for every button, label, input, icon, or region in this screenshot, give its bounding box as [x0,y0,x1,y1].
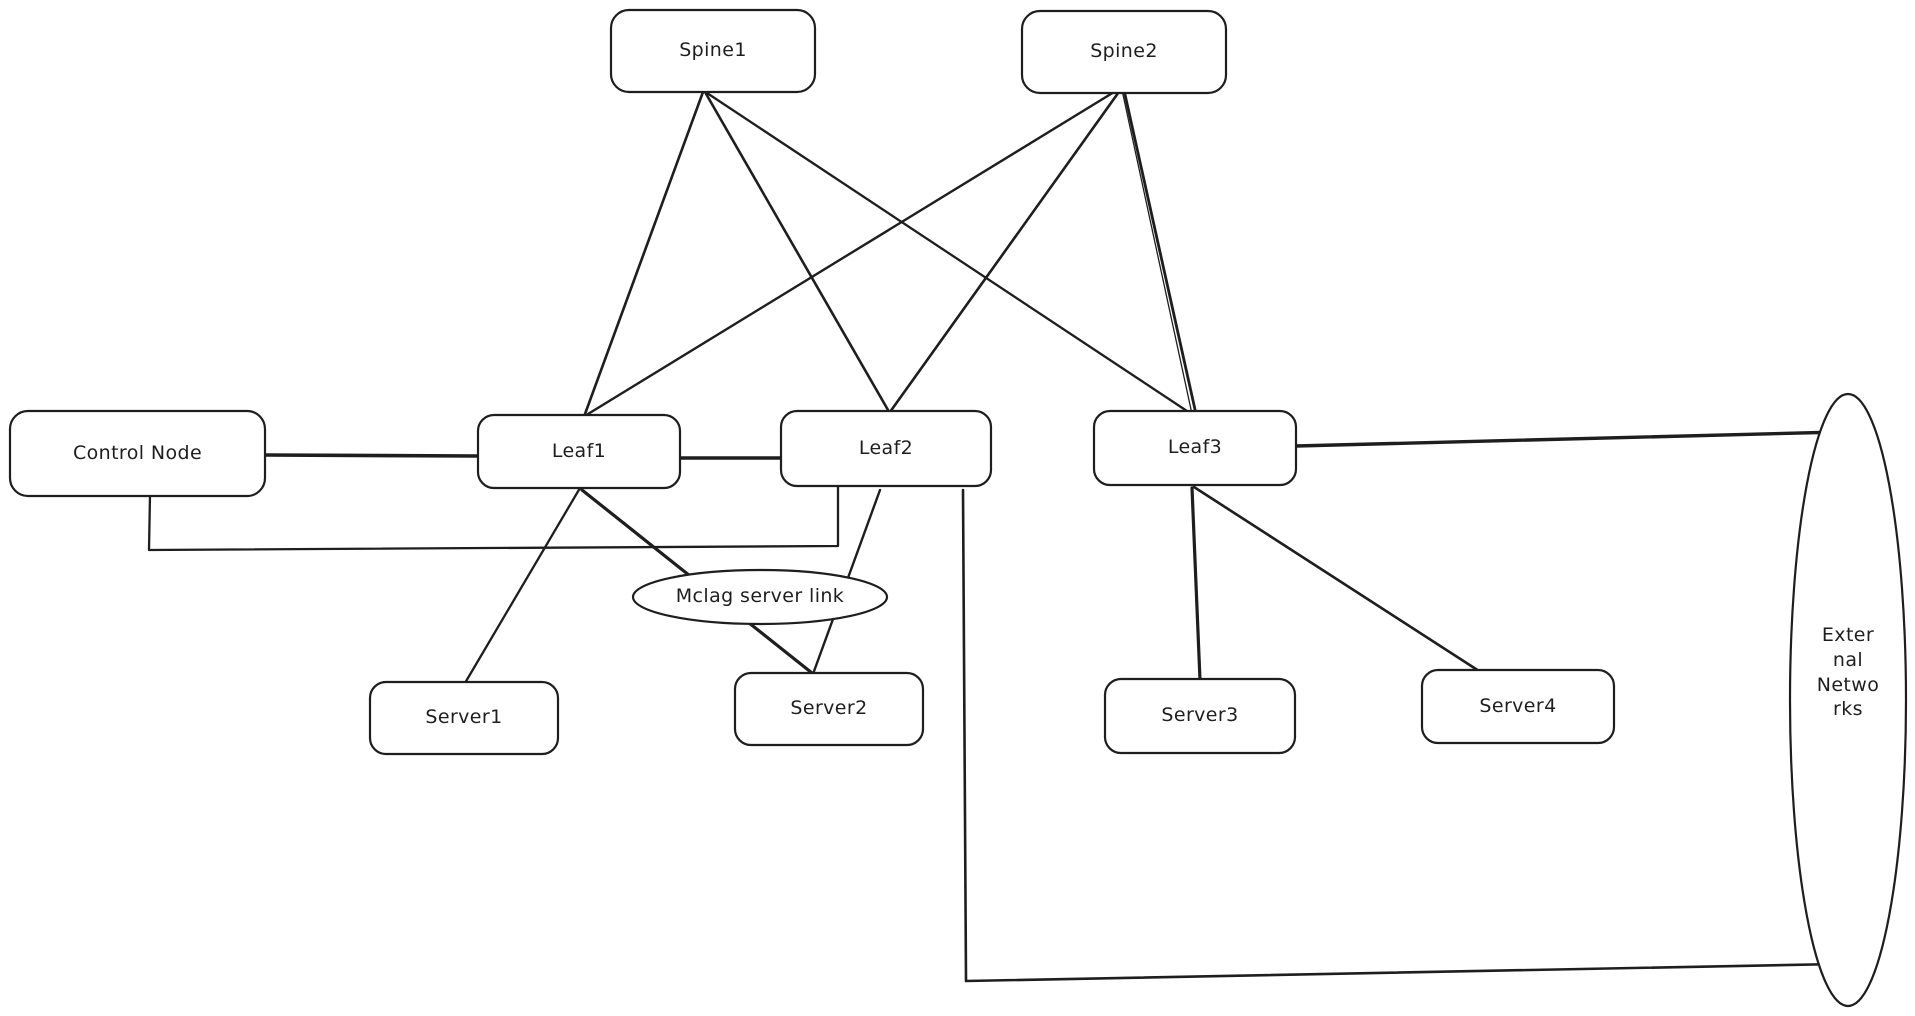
node-control-node[interactable] [8,409,267,498]
edge-leaf3-external [1294,430,1842,448]
node-mclag-server-link[interactable] [631,568,889,626]
edge-spine1-leaf3 [705,91,1195,417]
node-server2[interactable] [733,671,925,747]
node-spine1[interactable] [609,8,817,94]
edge-leaf2-external [961,488,1840,983]
edge-leaf1-server1 [463,486,582,685]
node-server4[interactable] [1420,668,1616,745]
node-server3[interactable] [1103,677,1297,755]
edge-spine2-leaf3 [1122,88,1198,416]
edge-spine1-leaf2 [703,90,890,412]
edge-spine2-leaf2 [888,87,1123,414]
node-leaf1[interactable] [476,413,682,490]
edge-spine2-leaf1 [586,87,1121,416]
edge-leaf3-server4 [1192,485,1481,673]
edge-leaf3-server3 [1190,486,1202,682]
edge-spine1-leaf1 [583,90,705,416]
edge-controlnode-leaf2 [147,485,840,552]
node-spine2[interactable] [1020,9,1228,95]
node-leaf2[interactable] [779,409,993,488]
edge-spine2-leaf3-b [1121,89,1193,415]
node-server1[interactable] [368,680,560,756]
node-external-networks[interactable] [1788,392,1908,1008]
edge-controlnode-leaf1 [263,453,480,458]
node-leaf3[interactable] [1092,409,1298,487]
